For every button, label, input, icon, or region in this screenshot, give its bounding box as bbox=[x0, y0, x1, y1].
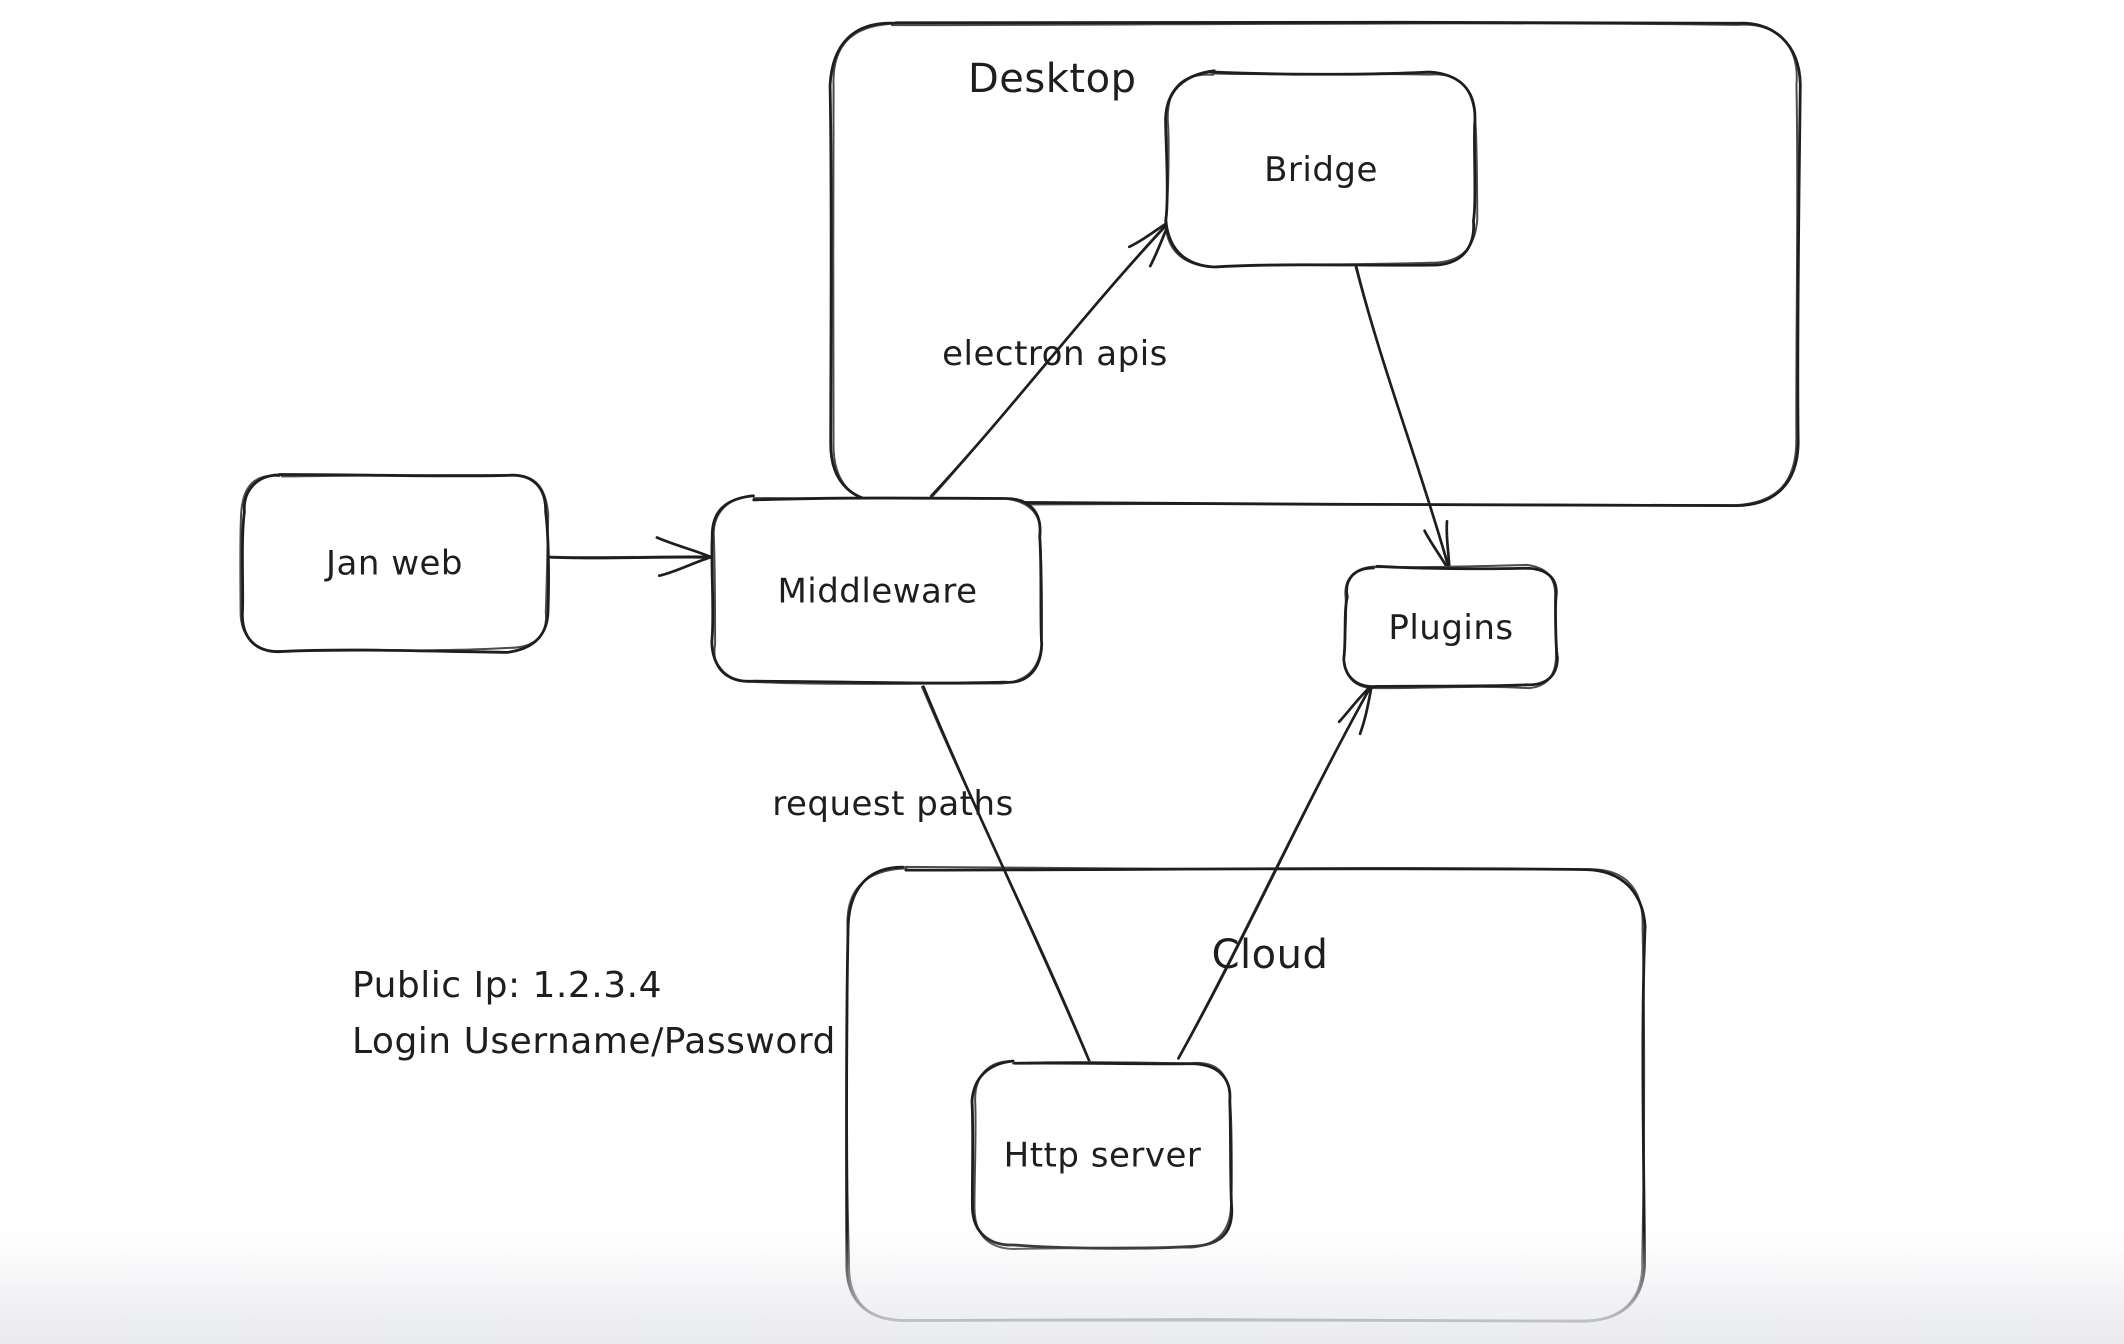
edge-label-middleware-to-bridge[interactable]: electron apis bbox=[942, 334, 1168, 374]
edge-label-middleware-to-http-server[interactable]: request paths bbox=[772, 784, 1014, 824]
http-server-to-plugins-line-overdraw bbox=[1177, 683, 1374, 1060]
arrow-jan-web-to-middleware[interactable] bbox=[547, 536, 715, 578]
http-server-fill bbox=[971, 1060, 1230, 1249]
bridge-outline-overdraw bbox=[1164, 72, 1479, 269]
arrow-middleware-to-bridge[interactable]: electron apis bbox=[929, 219, 1172, 499]
arrow-bridge-to-plugins[interactable] bbox=[1354, 265, 1451, 572]
plugins-fill bbox=[1343, 565, 1560, 689]
plugins-label: Plugins bbox=[1388, 608, 1513, 648]
node-jan-web[interactable]: Jan web bbox=[239, 473, 550, 654]
jan-web-label: Jan web bbox=[324, 544, 463, 584]
bridge-to-plugins-line-overdraw bbox=[1356, 266, 1450, 572]
jan-web-fill bbox=[240, 474, 547, 651]
node-plugins[interactable]: Plugins bbox=[1342, 563, 1560, 690]
desktop-label: Desktop bbox=[968, 56, 1136, 102]
plugins-outline-overdraw bbox=[1342, 563, 1558, 690]
middleware-label: Middleware bbox=[777, 572, 977, 612]
jan-web-to-middleware-arrowhead bbox=[655, 536, 714, 560]
jan-web-outline-overdraw bbox=[239, 474, 550, 653]
bridge-fill bbox=[1167, 72, 1477, 266]
bridge-outline bbox=[1164, 69, 1477, 269]
jan-web-to-middleware-arrowhead bbox=[657, 555, 715, 578]
node-bridge[interactable]: Bridge bbox=[1164, 69, 1479, 269]
desktop-outline-overdraw bbox=[832, 22, 1799, 507]
bridge-label: Bridge bbox=[1264, 150, 1378, 190]
annotation-login-credentials[interactable]: Login Username/Password bbox=[352, 1021, 836, 1062]
container-desktop[interactable]: Desktop bbox=[828, 20, 1802, 508]
arrow-http-server-to-plugins[interactable] bbox=[1177, 682, 1375, 1060]
node-http-server[interactable]: Http server bbox=[970, 1059, 1234, 1250]
jan-web-to-middleware-line-overdraw bbox=[548, 555, 714, 559]
arrow-middleware-to-http-server[interactable]: request paths bbox=[772, 685, 1092, 1064]
middleware-to-http-server-line-overdraw bbox=[921, 685, 1091, 1062]
canvas-bottom-fade bbox=[0, 1230, 2124, 1344]
cloud-label: Cloud bbox=[1212, 932, 1329, 978]
middleware-outline-overdraw bbox=[712, 495, 1043, 685]
middleware-to-bridge-line-overdraw bbox=[930, 219, 1171, 499]
node-middleware[interactable]: Middleware bbox=[710, 494, 1044, 685]
http-server-label: Http server bbox=[1004, 1136, 1202, 1176]
bridge-to-plugins-arrowhead bbox=[1445, 520, 1451, 571]
middleware-fill bbox=[710, 496, 1043, 685]
annotation-public-ip[interactable]: Public Ip: 1.2.3.4 bbox=[352, 965, 662, 1006]
